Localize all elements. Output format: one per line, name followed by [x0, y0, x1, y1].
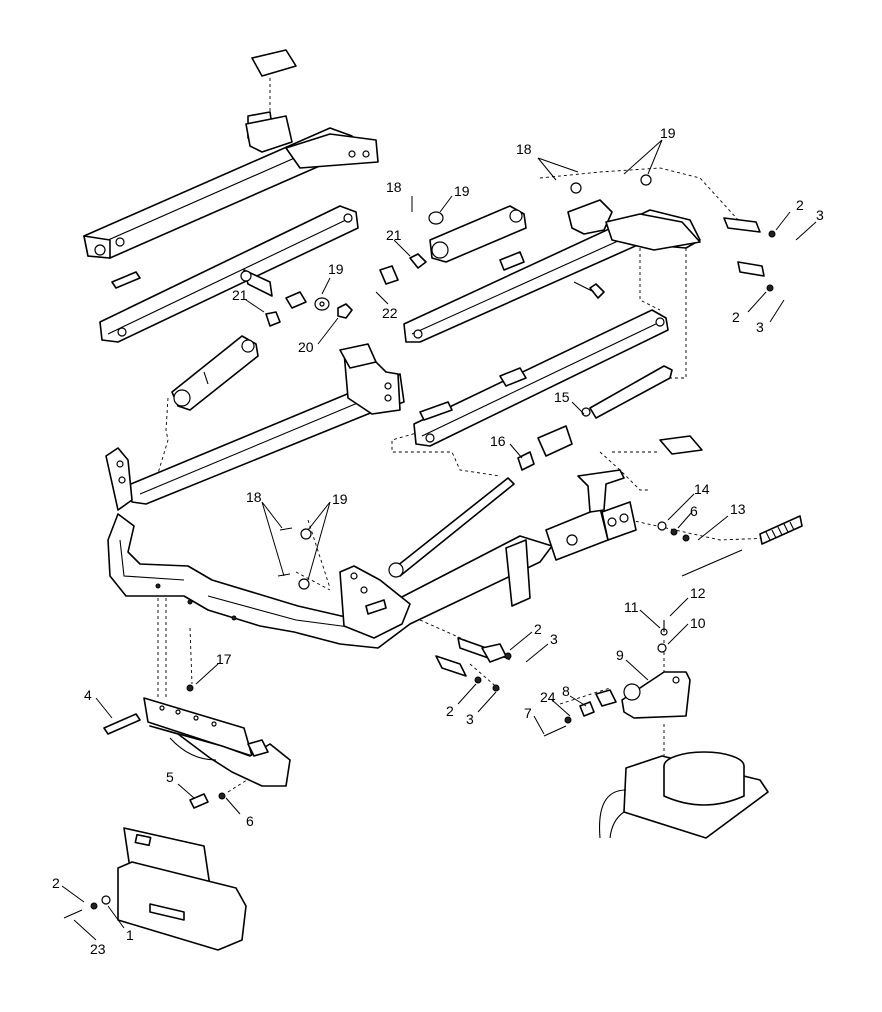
left-pin	[240, 269, 307, 309]
adjuster-spring	[657, 435, 803, 577]
callout-7: 7	[524, 705, 532, 721]
callout-5: 5	[166, 769, 174, 785]
leader-lines	[61, 139, 817, 941]
right-mount-bracket	[543, 620, 691, 737]
callout-12: 12	[690, 585, 706, 601]
callout-4: 4	[84, 687, 92, 703]
left-lower-bracket	[103, 697, 291, 809]
callout-21: 21	[386, 227, 402, 243]
callout-14: 14	[694, 481, 710, 497]
right-upper-pins	[570, 174, 776, 292]
lower-left-lift-arm	[125, 343, 405, 505]
callout-20: 20	[298, 339, 314, 355]
callout-2: 2	[796, 197, 804, 213]
callout-23: 23	[90, 941, 106, 957]
callout-18: 18	[386, 179, 402, 195]
blower-housing	[598, 751, 769, 839]
adjustment-rod	[388, 365, 673, 578]
callout-18: 18	[516, 141, 532, 157]
frame-fasteners	[186, 527, 512, 692]
right-hydraulic-cylinder	[379, 205, 527, 285]
callout-2: 2	[446, 703, 454, 719]
callout-24: 24	[540, 689, 556, 705]
callout-21: 21	[232, 287, 248, 303]
callout-19: 19	[660, 125, 676, 141]
callout-19: 19	[454, 183, 470, 199]
right-lower-lift-arm	[413, 309, 669, 447]
callout-15: 15	[554, 389, 570, 405]
callout-3: 3	[550, 631, 558, 647]
callout-2: 2	[534, 621, 542, 637]
callout-3: 3	[466, 711, 474, 727]
callout-10: 10	[690, 615, 706, 631]
right-upper-lift-arm	[403, 199, 701, 343]
callout-19: 19	[328, 261, 344, 277]
left-small-hardware	[265, 297, 353, 327]
callout-16: 16	[490, 433, 506, 449]
callout-22: 22	[382, 305, 398, 321]
left-hydraulic-cylinder	[171, 335, 259, 411]
callout-18: 18	[246, 489, 262, 505]
callout-3: 3	[756, 319, 764, 335]
upper-left-lift-arm	[83, 115, 379, 259]
callout-17: 17	[216, 651, 232, 667]
side-panel-cover	[63, 827, 247, 951]
callout-1: 1	[126, 927, 134, 943]
callout-6: 6	[690, 503, 698, 519]
callout-13: 13	[730, 501, 746, 517]
callout-labels: 19 18 18 19 2 3 21 19 21 22 2 3 20 15 16…	[52, 125, 824, 957]
callout-8: 8	[562, 683, 570, 699]
callout-19: 19	[332, 491, 348, 507]
main-front-frame	[105, 447, 637, 649]
callout-3: 3	[816, 207, 824, 223]
callout-11: 11	[624, 599, 639, 615]
left-link-bar	[99, 205, 359, 343]
callout-6: 6	[246, 813, 254, 829]
callout-2: 2	[732, 309, 740, 325]
callout-9: 9	[616, 647, 624, 663]
callout-2: 2	[52, 875, 60, 891]
